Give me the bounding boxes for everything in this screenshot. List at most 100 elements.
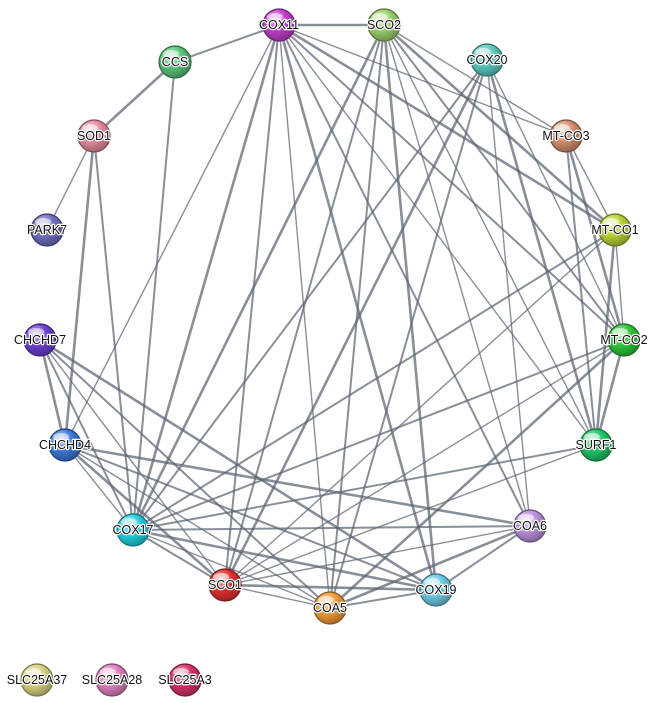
edge-sco2-cox19 <box>382 23 438 592</box>
edge-ccs-sod1 <box>92 60 177 138</box>
node-label-slc25a28: SLC25A28 <box>82 673 143 687</box>
edge-chchd4-cox17 <box>64 444 134 531</box>
edge-cox20-cox17 <box>132 59 488 531</box>
edge-chchd7-coa5 <box>39 339 331 609</box>
edge-mt-co2-sco1 <box>224 339 625 586</box>
edge-surf1-cox17 <box>132 444 597 531</box>
edge-cox11-coa6 <box>278 24 531 527</box>
node-slc25a37[interactable]: SLC25A37 <box>6 663 68 697</box>
node-cox11[interactable]: COX11 <box>258 8 300 42</box>
edge-chchd7-cox17 <box>39 339 134 531</box>
node-highlight-mt-co3 <box>554 124 570 132</box>
edge-cox17-sco1 <box>132 529 226 586</box>
edge-coa6-cox19 <box>435 525 531 591</box>
node-label-sco1: SCO1 <box>208 578 242 592</box>
node-slc25a28[interactable]: SLC25A28 <box>81 663 143 697</box>
edge-sco2-mt-co1 <box>382 23 617 232</box>
node-highlight-park7 <box>35 218 51 226</box>
node-ccs[interactable]: CCS <box>158 45 192 79</box>
node-label-slc25a37: SLC25A37 <box>7 673 68 687</box>
edge-mt-co1-sco1 <box>224 229 616 586</box>
node-label-mt-co2: MT-CO2 <box>600 333 647 347</box>
node-label-surf1: SURF1 <box>576 438 617 452</box>
edge-sco2-surf1 <box>383 24 597 446</box>
edge-layer <box>38 23 626 610</box>
node-highlight-surf1 <box>584 433 600 441</box>
edge-sco2-mt-co3 <box>383 24 567 137</box>
node-highlight-cox19 <box>424 578 440 586</box>
edge-cox17-coa5 <box>132 529 331 609</box>
node-cox17[interactable]: COX17 <box>111 513 155 547</box>
node-mt-co3[interactable]: MT-CO3 <box>541 119 591 153</box>
edge-sco2-mt-co2 <box>383 24 625 341</box>
node-label-sco2: SCO2 <box>367 18 401 32</box>
node-highlight-cox11 <box>267 13 283 21</box>
edge-sco2-coa6 <box>383 24 531 527</box>
node-cox20[interactable]: COX20 <box>465 43 509 77</box>
edge-cox11-mt-co3 <box>278 24 567 137</box>
edge-chchd4-coa6 <box>63 443 532 528</box>
node-label-cox19: COX19 <box>416 583 457 597</box>
edge-ccs-cox17 <box>132 61 176 531</box>
edge-chchd7-chchd4 <box>38 338 67 447</box>
node-highlight-sco2 <box>372 13 388 21</box>
edge-mt-co2-surf1 <box>594 338 626 447</box>
node-label-park7: PARK7 <box>27 223 67 237</box>
node-coa5[interactable]: COA5 <box>312 591 348 625</box>
edge-sco1-coa5 <box>224 584 331 609</box>
node-label-cox20: COX20 <box>467 53 508 67</box>
node-sco2[interactable]: SCO2 <box>366 8 402 42</box>
node-slc25a3[interactable]: SLC25A3 <box>157 663 213 697</box>
node-mt-co1[interactable]: MT-CO1 <box>590 213 640 247</box>
edge-cox11-cox17 <box>131 23 281 532</box>
edge-sco1-cox19 <box>223 583 438 592</box>
edge-chchd4-sco1 <box>63 443 227 587</box>
node-highlight-cox17 <box>121 518 137 526</box>
edge-cox17-coa6 <box>132 525 531 531</box>
node-highlight-chchd4 <box>53 433 69 441</box>
node-park7[interactable]: PARK7 <box>26 213 68 247</box>
node-mt-co2[interactable]: MT-CO2 <box>599 323 649 357</box>
node-highlight-slc25a37 <box>25 668 41 676</box>
edge-sco2-sco1 <box>224 24 385 586</box>
edge-chchd7-cox19 <box>38 338 438 592</box>
edge-sod1-park7 <box>46 135 95 231</box>
node-highlight-coa5 <box>318 596 334 604</box>
node-label-mt-co3: MT-CO3 <box>542 129 589 143</box>
edge-mt-co1-cox17 <box>132 229 616 531</box>
node-sod1[interactable]: SOD1 <box>76 119 112 153</box>
node-surf1[interactable]: SURF1 <box>574 428 618 462</box>
edge-mt-co2-cox17 <box>132 339 625 531</box>
edge-cox11-mt-co1 <box>277 23 617 232</box>
edge-chchd4-cox19 <box>64 444 437 591</box>
node-label-sod1: SOD1 <box>77 129 111 143</box>
edge-cox20-coa5 <box>329 59 488 609</box>
node-highlight-sco1 <box>213 573 229 581</box>
node-label-mt-co1: MT-CO1 <box>591 223 638 237</box>
node-label-coa5: COA5 <box>313 601 347 615</box>
node-coa6[interactable]: COA6 <box>512 509 548 543</box>
node-highlight-chchd7 <box>28 328 44 336</box>
node-label-cox11: COX11 <box>259 18 299 32</box>
edge-mt-co1-surf1 <box>594 228 617 447</box>
node-sco1[interactable]: SCO1 <box>207 568 243 602</box>
node-highlight-slc25a3 <box>173 668 189 676</box>
edge-cox20-sco1 <box>223 58 489 587</box>
node-highlight-coa6 <box>518 514 534 522</box>
node-label-chchd7: CHCHD7 <box>14 333 66 347</box>
node-chchd4[interactable]: CHCHD4 <box>38 428 92 462</box>
node-highlight-mt-co1 <box>603 218 619 226</box>
node-highlight-ccs <box>163 50 179 58</box>
edge-cox20-mt-co2 <box>486 59 625 341</box>
edge-mt-co2-coa5 <box>328 338 626 610</box>
node-cox19[interactable]: COX19 <box>414 573 458 607</box>
edge-sod1-cox17 <box>93 135 134 531</box>
node-chchd7[interactable]: CHCHD7 <box>13 323 67 357</box>
edge-mt-co3-surf1 <box>565 135 597 446</box>
edge-sod1-chchd4 <box>63 134 96 447</box>
edge-cox11-ccs <box>174 24 280 63</box>
node-label-ccs: CCS <box>162 55 188 69</box>
edge-chchd7-sco1 <box>39 339 226 586</box>
